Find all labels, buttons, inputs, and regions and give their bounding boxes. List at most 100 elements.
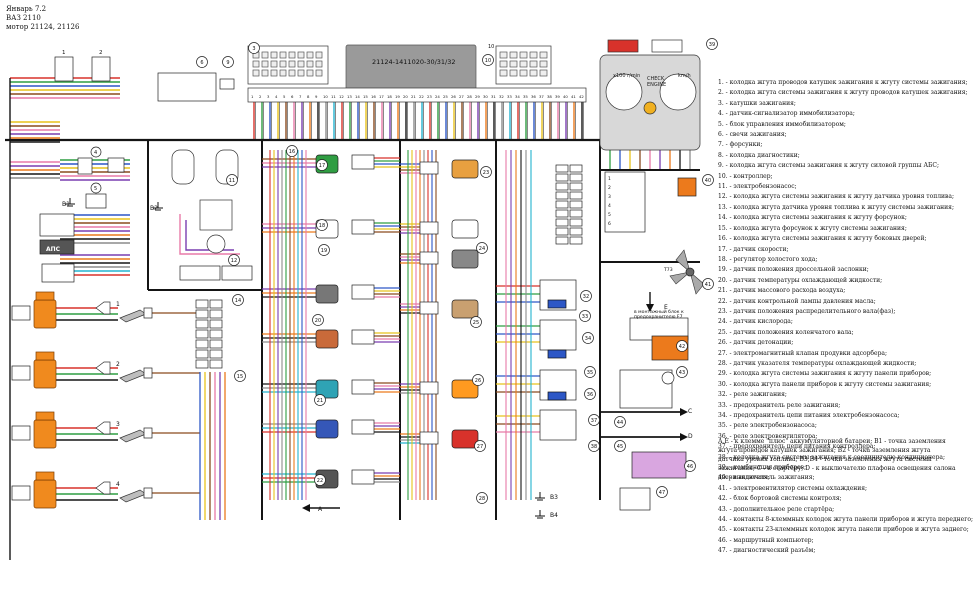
diagram-title: Январь 7.2 (6, 5, 47, 13)
ignition-coil-icon (35, 351, 55, 361)
callout-number: 18 (319, 223, 325, 229)
check-engine-icon (643, 101, 657, 115)
connector-pin (195, 359, 209, 369)
legend-item: 43. - дополнительное реле стартёра; (718, 505, 835, 513)
connector-icon (351, 379, 375, 395)
connector-pin (195, 349, 209, 359)
callout-marker (316, 159, 328, 171)
connector-pin (555, 227, 569, 236)
ground-d: D (688, 433, 693, 440)
injector-icon (119, 369, 147, 383)
fan-icon (669, 249, 705, 295)
connector-icon (351, 329, 375, 345)
connector-pin (499, 69, 508, 77)
connector-pin (252, 60, 260, 68)
callout-marker (614, 440, 626, 452)
legend-item: 36. - реле электровентилятора; (718, 432, 818, 440)
connector-pin (529, 51, 538, 59)
pin-number: 40 (563, 94, 568, 99)
fan-relay-icon (677, 177, 697, 197)
legend-item: 26. - датчик детонации; (718, 339, 794, 347)
spark-plug-icon (95, 301, 111, 315)
connector-icon (419, 221, 439, 235)
connector-pin (555, 182, 569, 191)
connector-pin (195, 339, 209, 349)
legend-item: 25. - датчик положения коленчатого вала; (718, 328, 854, 336)
sensor-icon (451, 429, 479, 449)
pin-number: 2 (608, 185, 611, 191)
sensor-icon (315, 379, 339, 399)
connector-pin (306, 51, 314, 59)
pin-number: 12 (339, 94, 344, 99)
connector-pin (261, 60, 269, 68)
callout-number: 45 (617, 444, 623, 450)
callout-marker (656, 486, 668, 498)
callout-number: 20 (315, 318, 321, 324)
callout-number: 27 (477, 444, 483, 450)
connector-icon (351, 154, 375, 170)
legend-item: 29. - колодка жгута системы зажигания к … (718, 370, 932, 378)
connector-icon (219, 78, 235, 90)
ignition-coil-icon (35, 471, 55, 481)
ignition-coil-icon (33, 479, 57, 509)
legend-item: 21. - датчик массового расхода воздуха; (718, 287, 846, 295)
pin-number: 26 (451, 94, 456, 99)
connector-icon (11, 425, 31, 441)
connector-pin (529, 69, 538, 77)
pin-number: 18 (387, 94, 392, 99)
legend-item: 18. - регулятор холостого хода; (718, 255, 818, 263)
connector-number: 2 (99, 50, 103, 56)
ground-b4: B4 (550, 512, 558, 519)
legend-item: 6. - свечи зажигания; (718, 131, 787, 139)
legend-item: 47. - диагностический разъём; (718, 547, 816, 555)
arrow-icon (680, 433, 688, 441)
connector-icon (143, 367, 153, 379)
connector-pin (306, 69, 314, 77)
connector-pin (195, 329, 209, 339)
legend-item: 44. - контакты 8-клеммных колодок жгута … (718, 516, 973, 524)
pin-number: 6 (291, 94, 294, 99)
ignition-coil-icon (35, 291, 55, 301)
callout-marker (480, 166, 492, 178)
pin-number: 35 (523, 94, 528, 99)
diagnostic-connector-icon (619, 487, 651, 511)
legend-item: 10. - контроллер; (718, 172, 773, 180)
connector-pin (509, 51, 518, 59)
pin-number: 27 (459, 94, 464, 99)
relay-icon (539, 409, 577, 441)
callout-number: 38 (591, 444, 597, 450)
cylinder-number: 3 (116, 421, 120, 428)
connector-pin (209, 329, 223, 339)
connector-pin (315, 69, 323, 77)
callout-number: 17 (319, 163, 325, 169)
connector-number: 4 (94, 150, 97, 156)
callout-number: 6 (200, 60, 203, 66)
connector-icon (179, 265, 221, 281)
warning-lamp-icon (607, 39, 639, 53)
connector-pin (569, 182, 583, 191)
callout-number: 44 (617, 420, 623, 426)
injector-icon (119, 489, 147, 503)
connector-pin (297, 51, 305, 59)
ecu-part-number: 21124-1411020-30/31/32 (372, 58, 456, 66)
callout-marker (684, 460, 696, 472)
ground-b2: B2 (150, 205, 158, 212)
spark-plug-icon (95, 361, 111, 375)
callout-marker (702, 174, 714, 186)
legend-item: 46. - маршрутный компьютер; (718, 536, 814, 544)
fuse-icon (547, 391, 567, 401)
legend-item: 1. - колодка жгута проводов катушек зажи… (718, 79, 968, 86)
callout-marker (226, 174, 238, 186)
pin-number: 4 (275, 94, 278, 99)
fuel-pump-icon (199, 199, 233, 231)
legend-item: 5. - блок управления иммобилизатором; (718, 120, 846, 128)
abs-label: АПС (46, 246, 61, 253)
callout-number: 23 (483, 170, 489, 176)
callout-marker (318, 244, 330, 256)
callout-number: 12 (231, 258, 237, 264)
callout-number: 21 (317, 398, 323, 404)
connector-icon (157, 72, 217, 102)
connector-pin (209, 349, 223, 359)
callout-marker (314, 394, 326, 406)
